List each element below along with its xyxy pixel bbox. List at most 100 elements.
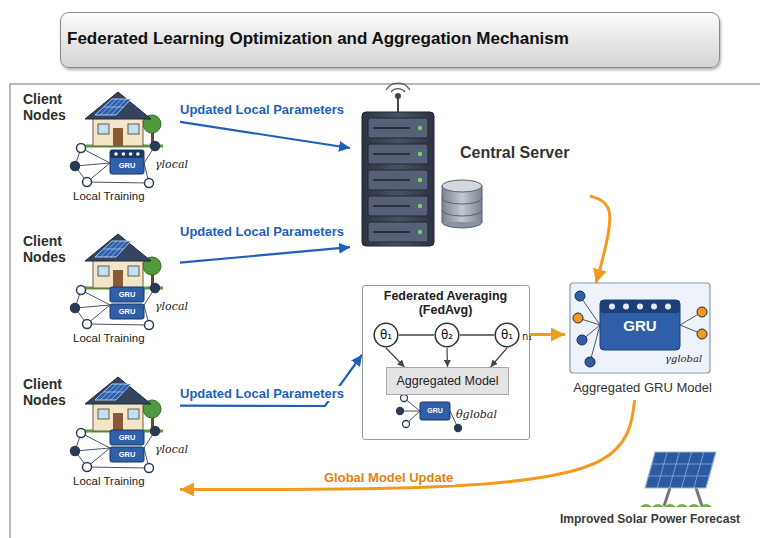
solar-panel (645, 452, 716, 488)
network-neuron (77, 286, 86, 295)
antenna (397, 98, 399, 112)
network-neuron (83, 178, 92, 187)
house-icon (81, 92, 163, 146)
door (113, 270, 123, 288)
box-heading: Federated Averaging (FedAvg) (363, 289, 528, 317)
house-wall (93, 116, 143, 146)
antenna-tip (395, 93, 401, 99)
house-roof (85, 377, 151, 404)
network-neuron (573, 313, 583, 323)
door (113, 128, 123, 146)
panel-grid (669, 452, 679, 488)
gru-dot (122, 152, 126, 156)
panel-grid (682, 452, 692, 488)
grass (640, 504, 712, 507)
flow-arrow (180, 122, 350, 148)
edge-label: Updated Local Parameters (178, 386, 346, 401)
client-heading: Client Nodes (23, 234, 87, 265)
param-symbol: γlocal (155, 158, 188, 171)
gru-dot (136, 152, 140, 156)
client-heading: Client Nodes (23, 377, 87, 408)
network-neuron (575, 291, 585, 301)
gru-dot (665, 304, 671, 310)
output-label: Improved Solar Power Forecast (560, 512, 740, 526)
fedavg-box: Federated Averaging (FedAvg)θ₁θ₂θ₁Aggreg… (362, 285, 530, 440)
network-link (75, 305, 110, 308)
network-link (87, 182, 149, 183)
param-circle: θ₂ (434, 322, 460, 348)
network-neuron (697, 307, 707, 317)
network-link (590, 325, 600, 362)
server-icon (362, 83, 434, 246)
server-unit (368, 170, 428, 190)
server-slot (373, 231, 410, 233)
house-wall (93, 258, 143, 288)
house-icon (81, 377, 163, 431)
gru-strip (110, 150, 144, 158)
db-top (442, 180, 482, 192)
param-symbol: n₁ (522, 331, 532, 342)
network-neuron (697, 329, 707, 339)
network-neuron (397, 408, 404, 415)
panel-grid (104, 249, 124, 250)
training-label: Local Training (73, 332, 145, 344)
server-led (418, 204, 422, 208)
panel-grid (104, 107, 124, 108)
network-neuron (577, 335, 587, 345)
gru-tag: GRU (110, 449, 144, 460)
network-neuron (77, 144, 86, 153)
database-icon (442, 180, 482, 228)
param-circle: θ₁ (494, 322, 520, 348)
panel-stand (664, 488, 670, 506)
network-neuron (403, 421, 410, 428)
flow-arrow (180, 247, 350, 262)
server-slot (373, 179, 410, 181)
server-slot (373, 153, 410, 155)
client-heading: Client Nodes (23, 92, 87, 123)
network-neuron (585, 357, 595, 367)
param-circle: θ₁ (373, 322, 399, 348)
link-line (491, 348, 507, 367)
signal-waves (386, 83, 410, 92)
server-tower (362, 112, 434, 246)
panel-grid (652, 464, 713, 465)
gru-dot (114, 152, 118, 156)
window (128, 266, 139, 276)
server-led (418, 126, 422, 130)
client-node: Client NodesGRUγlocalLocal Training (15, 90, 180, 208)
server-led (418, 230, 422, 234)
network-neuron (145, 321, 154, 330)
gru-tag: GRU (420, 402, 450, 420)
aggregated-model-graphic (570, 283, 710, 373)
network-neuron (151, 427, 160, 436)
server-node: Central Server (350, 92, 590, 252)
roof-solar-panel (95, 241, 131, 257)
gru-block (110, 430, 144, 445)
server-led (418, 152, 422, 156)
param-symbol: γlocal (155, 300, 188, 313)
network-neuron (151, 284, 160, 293)
param-symbol: θ₂ (434, 322, 460, 348)
param-symbol: θ₁ (494, 322, 520, 348)
gru-block (110, 150, 144, 174)
panel-grid (104, 392, 124, 393)
server-slot (373, 205, 410, 207)
house-roof (85, 92, 151, 119)
gru-dot (651, 304, 657, 310)
model-node: GRUγglobalAggregated GRU Model (565, 283, 720, 400)
training-label: Local Training (73, 190, 145, 202)
house-icon (81, 234, 163, 288)
network-link (75, 448, 110, 451)
server-slot (373, 127, 410, 129)
gru-block (110, 304, 144, 319)
network-neuron (71, 304, 80, 313)
edge-label: Global Model Update (322, 470, 455, 485)
window (98, 409, 109, 419)
server-unit (368, 196, 428, 216)
gru-network-icon (71, 427, 160, 473)
gru-block (110, 287, 144, 302)
flow-arrow (590, 196, 610, 283)
panel-grid (657, 452, 667, 488)
